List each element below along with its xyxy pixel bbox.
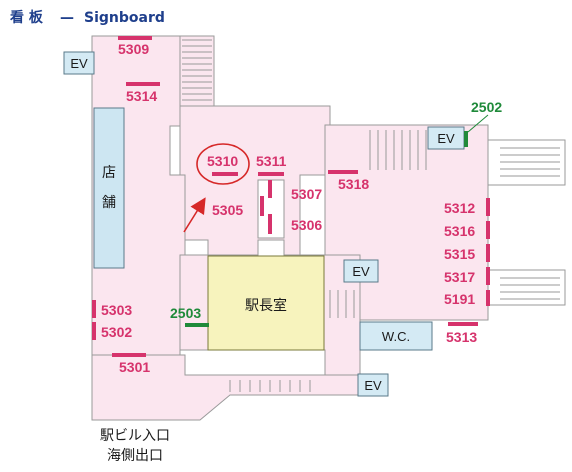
sign-label: 5309 [118, 41, 149, 57]
store-box: 店 舗 [93, 107, 125, 269]
ev-label: EV [437, 131, 455, 146]
stairs-hatching [182, 39, 560, 392]
sign-2503: 2503 [170, 305, 209, 327]
sign-bar [486, 267, 490, 285]
sign-label: 2502 [471, 99, 502, 115]
sign-bar [92, 300, 96, 318]
elevator-ev-top-left: EV [63, 51, 95, 75]
sign-5310: 5310 [196, 143, 250, 185]
wc-label: W.C. [382, 329, 410, 344]
exit-labels: 駅ビル入口 海側出口 [100, 428, 170, 464]
wc-box: W.C. [359, 321, 433, 351]
sign-bar [486, 244, 490, 262]
sign-bar [268, 180, 272, 198]
sign-5309: 5309 [118, 36, 152, 57]
sign-bar [126, 82, 160, 86]
sign-5306: 5306 [268, 214, 322, 234]
stairs-right-upper [500, 147, 560, 177]
sign-label: 5314 [126, 88, 157, 104]
sign-5191: 5191 [444, 290, 490, 307]
sign-label: 2503 [170, 305, 201, 321]
signs: 5309 5314 5310 5311 5307 5305 [92, 36, 502, 375]
sign-5311: 5311 [256, 153, 287, 176]
stairs-bottom [229, 380, 311, 392]
sign-5303: 5303 [92, 300, 132, 318]
sign-5318: 5318 [328, 170, 369, 192]
sign-5316: 5316 [444, 221, 490, 239]
highlight-arrow [183, 197, 206, 233]
sign-bar [448, 322, 478, 326]
title-english: Signboard [84, 10, 165, 26]
sign-label: 5318 [338, 176, 369, 192]
elevator-ev-bottom: EV [357, 373, 389, 397]
sign-5307: 5307 [268, 180, 322, 202]
sign-bar [328, 170, 358, 174]
sign-5315: 5315 [444, 244, 490, 262]
sign-leader [467, 114, 489, 133]
stairs-right-top [369, 130, 427, 170]
elevator-ev-right: EV [427, 126, 465, 150]
sign-label: 5302 [101, 324, 132, 340]
sign-bar [268, 214, 272, 234]
sign-label: 5315 [444, 246, 475, 262]
sign-label: 5306 [291, 217, 322, 233]
stairs-right-lower [500, 277, 560, 300]
highlight-circle [196, 143, 250, 185]
sign-label: 5301 [119, 359, 150, 375]
sign-label: 5191 [444, 291, 475, 307]
sign-label: 5303 [101, 302, 132, 318]
exit-label-2: 海側出口 [107, 448, 163, 464]
title-dash: — [60, 10, 74, 26]
sign-5313: 5313 [446, 322, 478, 345]
exit-label-1: 駅ビル入口 [100, 428, 170, 444]
ev-label: EV [70, 56, 88, 71]
stairs-top [182, 39, 212, 101]
sign-5314: 5314 [126, 82, 160, 104]
sign-5301: 5301 [112, 353, 150, 375]
ev-label: EV [364, 378, 382, 393]
sign-5317: 5317 [444, 267, 490, 285]
right-escalators [487, 139, 566, 306]
sign-bar [258, 172, 284, 176]
sign-5305: 5305 [212, 196, 264, 218]
station-office: 駅長室 [207, 255, 325, 351]
sign-5302: 5302 [92, 322, 132, 340]
sign-label: 5305 [212, 202, 243, 218]
elevator-ev-middle: EV [343, 259, 379, 283]
station-office-label: 駅長室 [245, 297, 287, 314]
title-kanji: 看 板 [9, 9, 44, 26]
sign-label: 5313 [446, 329, 477, 345]
sign-bar [260, 196, 264, 216]
store-label-1: 店 [102, 165, 116, 181]
store-label-2: 舗 [102, 195, 116, 211]
sign-label: 5311 [256, 153, 287, 169]
sign-5312: 5312 [444, 198, 490, 216]
sign-bar [185, 323, 209, 327]
sign-bar [112, 353, 146, 357]
map-title: 看 板 — Signboard [9, 9, 165, 26]
sign-2502: 2502 [464, 99, 502, 147]
sign-label: 5307 [291, 186, 322, 202]
sign-bar [92, 322, 96, 340]
sign-bar [486, 290, 490, 306]
ev-label: EV [352, 264, 370, 279]
sign-bar [486, 198, 490, 216]
sign-label: 5312 [444, 200, 475, 216]
sign-bar [118, 36, 152, 40]
sign-bar [464, 131, 468, 147]
sign-label: 5317 [444, 269, 475, 285]
sign-bar [212, 172, 238, 176]
stairs-middle [329, 290, 355, 318]
sign-bar [486, 221, 490, 239]
sign-label: 5316 [444, 223, 475, 239]
sign-label: 5310 [207, 153, 238, 169]
